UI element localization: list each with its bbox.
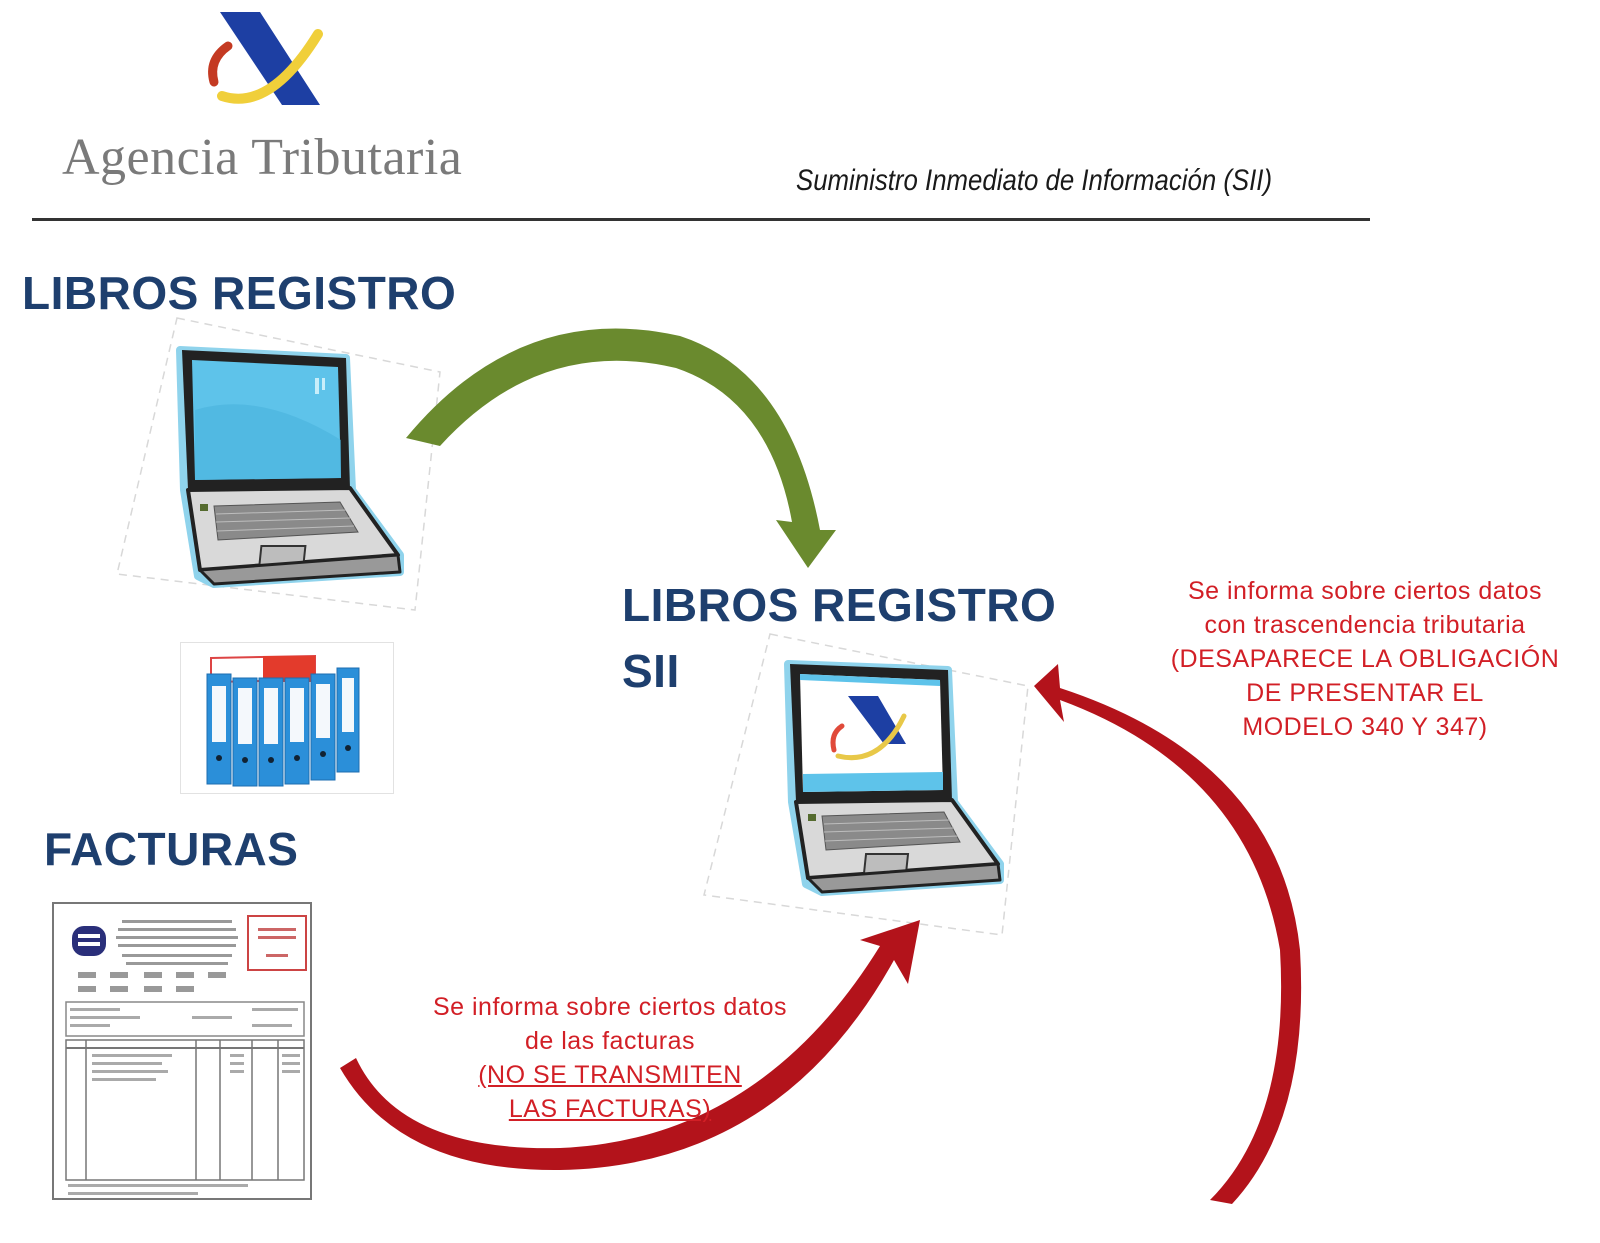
note-bottom-line2: de las facturas: [524, 1027, 696, 1055]
brand-name: Agencia Tributaria: [62, 129, 463, 186]
note-right-line3: (DESAPARECE LA OBLIGACIÓN: [1170, 645, 1560, 673]
note-bottom-line3: (NO SE TRANSMITEN: [478, 1061, 742, 1089]
source-books-title: LIBROS REGISTRO: [22, 267, 457, 319]
agencia-tributaria-logo-icon: [208, 12, 323, 105]
dashed-frame: [116, 317, 441, 611]
note-bottom: Se informa sobre ciertos datos de las fa…: [390, 990, 830, 1126]
binders-icon: [206, 654, 360, 787]
sii-books-subtitle: SII: [622, 645, 680, 697]
note-right: Se informa sobre ciertos datos con trasc…: [1140, 574, 1590, 744]
note-right-line4: DE PRESENTAR EL: [1246, 679, 1484, 707]
laptop-with-aeat-logo-icon: [784, 660, 1004, 896]
header-divider: [32, 218, 1370, 221]
sii-books-title: LIBROS REGISTRO: [622, 579, 1057, 631]
invoices-title: FACTURAS: [44, 823, 299, 875]
binders-frame: [180, 642, 394, 794]
note-right-line1: Se informa sobre ciertos datos: [1187, 577, 1543, 605]
note-bottom-line4: LAS FACTURAS): [508, 1095, 712, 1123]
laptop-icon: [176, 346, 404, 588]
page-subtitle: Suministro Inmediato de Información (SII…: [796, 164, 1273, 197]
note-bottom-line1: Se informa sobre ciertos datos: [432, 993, 788, 1021]
note-right-line2: con trascendencia tributaria: [1204, 611, 1526, 639]
note-right-line5: MODELO 340 Y 347): [1242, 713, 1488, 741]
invoice-document-icon: [52, 902, 312, 1200]
